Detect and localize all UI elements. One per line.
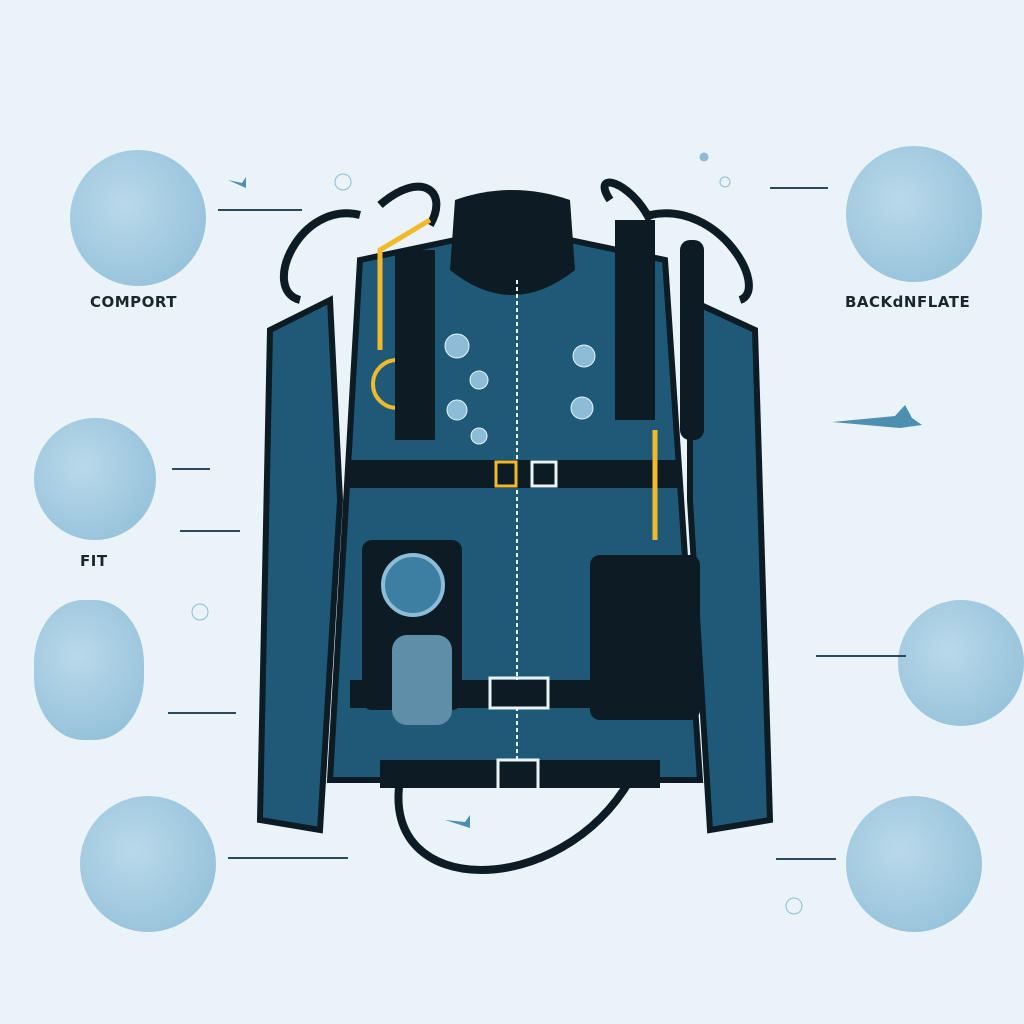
- buckle: [530, 460, 558, 488]
- buckle: [488, 676, 550, 710]
- connector-line: [776, 858, 836, 860]
- hoses: [279, 178, 753, 874]
- diver-comfort-thumbnail: [70, 150, 206, 286]
- vest-thumbnail-left: [34, 600, 144, 740]
- comfort-label: COMPORT: [90, 293, 178, 311]
- backplate-thumbnail: [846, 146, 982, 282]
- diver-thumbnail-bottom-left: [80, 796, 216, 932]
- vest-thumbnail-right: [898, 600, 1024, 726]
- collar: [450, 190, 575, 295]
- bubble-icon: [191, 151, 803, 915]
- connector-line: [168, 712, 236, 714]
- shoulder-strap-right: [615, 220, 655, 420]
- vest-thumbnail-bottom-right: [846, 796, 982, 932]
- shoulder-strap-left: [395, 250, 435, 440]
- cylinder: [392, 635, 452, 725]
- fit-thumbnail: [34, 418, 156, 540]
- fish-icon: [445, 815, 470, 828]
- connector-line: [770, 187, 828, 189]
- buckle: [496, 758, 540, 792]
- jacket-right-sleeve: [687, 295, 774, 834]
- connector-line: [172, 468, 210, 470]
- fit-label: FIT: [80, 552, 108, 570]
- backplate-label: BACKdNFLATE: [845, 293, 971, 311]
- gauge-icon: [381, 553, 445, 617]
- jacket-left-sleeve: [256, 295, 344, 834]
- buckle: [494, 460, 518, 488]
- shark-icon: [832, 405, 922, 428]
- right-pocket: [590, 555, 700, 720]
- yellow-hose: [377, 217, 432, 350]
- corrugated-hose: [680, 240, 704, 440]
- strap: [380, 760, 660, 788]
- connector-line: [228, 857, 348, 859]
- fish-icon: [228, 177, 246, 188]
- connector-line: [180, 530, 240, 532]
- connector-line: [218, 209, 302, 211]
- connector-line: [816, 655, 906, 657]
